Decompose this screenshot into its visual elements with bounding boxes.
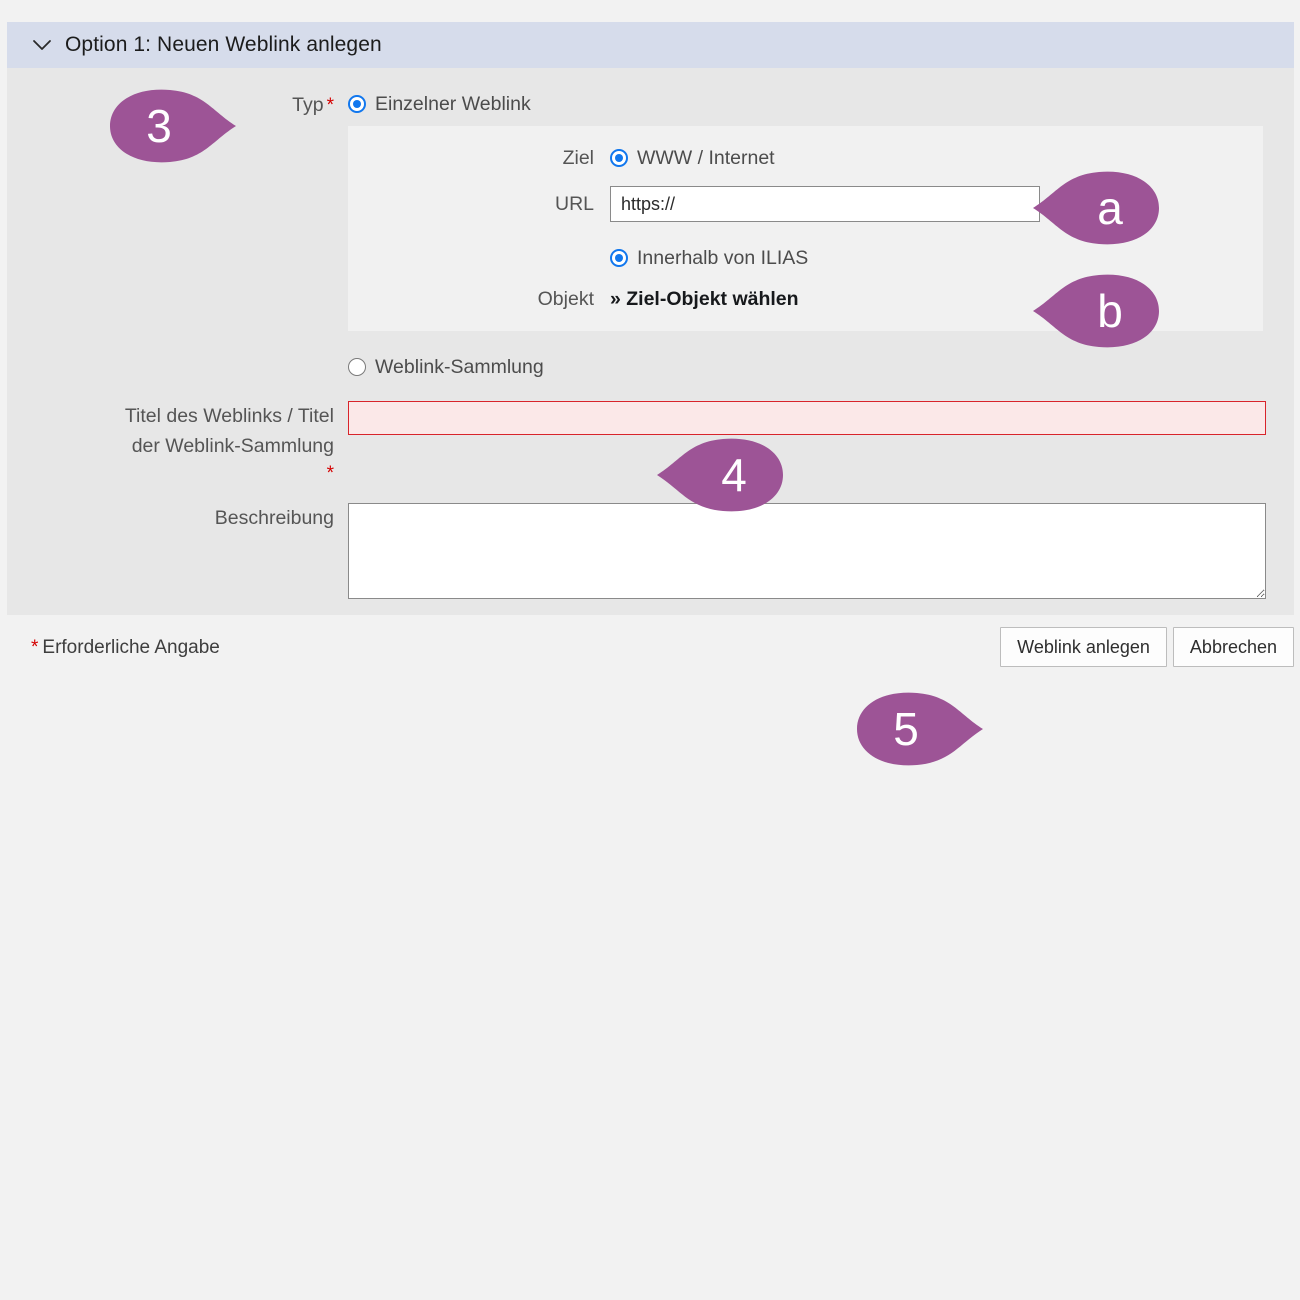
form-row-beschreibung: Beschreibung <box>7 503 1294 599</box>
control-titel <box>348 401 1294 435</box>
radio-label-einzelner-weblink: Einzelner Weblink <box>375 93 531 115</box>
control-objekt: » Ziel-Objekt wählen <box>610 288 1263 311</box>
radio-www-internet[interactable]: WWW / Internet <box>610 144 1263 172</box>
callout-shape-right <box>857 692 983 766</box>
create-weblink-button[interactable]: Weblink anlegen <box>1000 627 1167 667</box>
radio-icon-innerhalb-ilias[interactable] <box>610 249 628 267</box>
label-typ-text: Typ <box>292 94 324 116</box>
sub-row-objekt: Objekt » Ziel-Objekt wählen <box>348 288 1263 311</box>
label-ziel: Ziel <box>562 146 594 169</box>
radio-label-www-internet: WWW / Internet <box>637 147 775 169</box>
footer-buttons: Weblink anlegen Abbrechen <box>1000 627 1294 667</box>
sub-row-ilias: Innerhalb von ILIAS <box>348 244 1263 272</box>
form-row-titel: Titel des Weblinks / Titel der Weblink-S… <box>7 401 1294 487</box>
label-titel: Titel des Weblinks / Titel der Weblink-S… <box>7 401 348 487</box>
radio-icon-www-internet[interactable] <box>610 149 628 167</box>
radio-label-weblink-sammlung: Weblink-Sammlung <box>375 356 544 378</box>
label-typ: Typ* <box>7 90 348 121</box>
section-header-option1[interactable]: Option 1: Neuen Weblink anlegen <box>7 22 1294 68</box>
form-row-typ: Typ* Einzelner Weblink Ziel <box>7 68 1294 381</box>
required-star-titel: * <box>326 463 334 484</box>
form-body: Typ* Einzelner Weblink Ziel <box>7 68 1294 615</box>
required-note-star: * <box>31 637 39 658</box>
chevron-down-icon[interactable] <box>29 32 55 58</box>
select-target-object-link[interactable]: » Ziel-Objekt wählen <box>610 288 799 310</box>
radio-weblink-sammlung[interactable]: Weblink-Sammlung <box>348 353 1294 381</box>
label-titel-line2: der Weblink-Sammlung <box>131 435 334 457</box>
control-url <box>610 186 1263 222</box>
cancel-button[interactable]: Abbrechen <box>1172 627 1294 667</box>
radio-icon-einzelner-weblink[interactable] <box>348 95 366 113</box>
radio-innerhalb-ilias[interactable]: Innerhalb von ILIAS <box>610 244 1263 272</box>
radio-icon-weblink-sammlung[interactable] <box>348 358 366 376</box>
control-typ: Einzelner Weblink Ziel WWW / Internet <box>348 90 1294 381</box>
callout-step-5-label: 5 <box>893 703 919 755</box>
sub-row-ziel: Ziel WWW / Internet <box>348 144 1263 172</box>
required-note-text: Erforderliche Angabe <box>42 637 220 658</box>
radio-einzelner-weblink[interactable]: Einzelner Weblink <box>348 90 1294 118</box>
sub-row-url: URL <box>348 186 1263 222</box>
required-note: *Erforderliche Angabe <box>31 637 220 659</box>
label-titel-line1: Titel des Weblinks / Titel <box>124 405 334 427</box>
url-input[interactable] <box>610 186 1040 222</box>
control-ziel-ilias: Innerhalb von ILIAS <box>610 244 1263 272</box>
required-star-typ: * <box>326 95 334 116</box>
callout-step-5: 5 <box>855 690 985 768</box>
label-beschreibung: Beschreibung <box>214 507 334 529</box>
control-ziel-www: WWW / Internet <box>610 144 1263 172</box>
control-beschreibung <box>348 503 1294 599</box>
form-footer: *Erforderliche Angabe Weblink anlegen Ab… <box>7 615 1294 681</box>
radio-label-innerhalb-ilias: Innerhalb von ILIAS <box>637 247 809 269</box>
section-title: Option 1: Neuen Weblink anlegen <box>65 33 382 56</box>
titel-input[interactable] <box>348 401 1266 435</box>
ziel-subpanel: Ziel WWW / Internet URL <box>348 126 1263 331</box>
label-url: URL <box>554 192 594 215</box>
weblink-form-panel: Option 1: Neuen Weblink anlegen Typ* Ein… <box>7 22 1294 681</box>
label-objekt: Objekt <box>537 288 594 310</box>
beschreibung-textarea[interactable] <box>348 503 1266 599</box>
